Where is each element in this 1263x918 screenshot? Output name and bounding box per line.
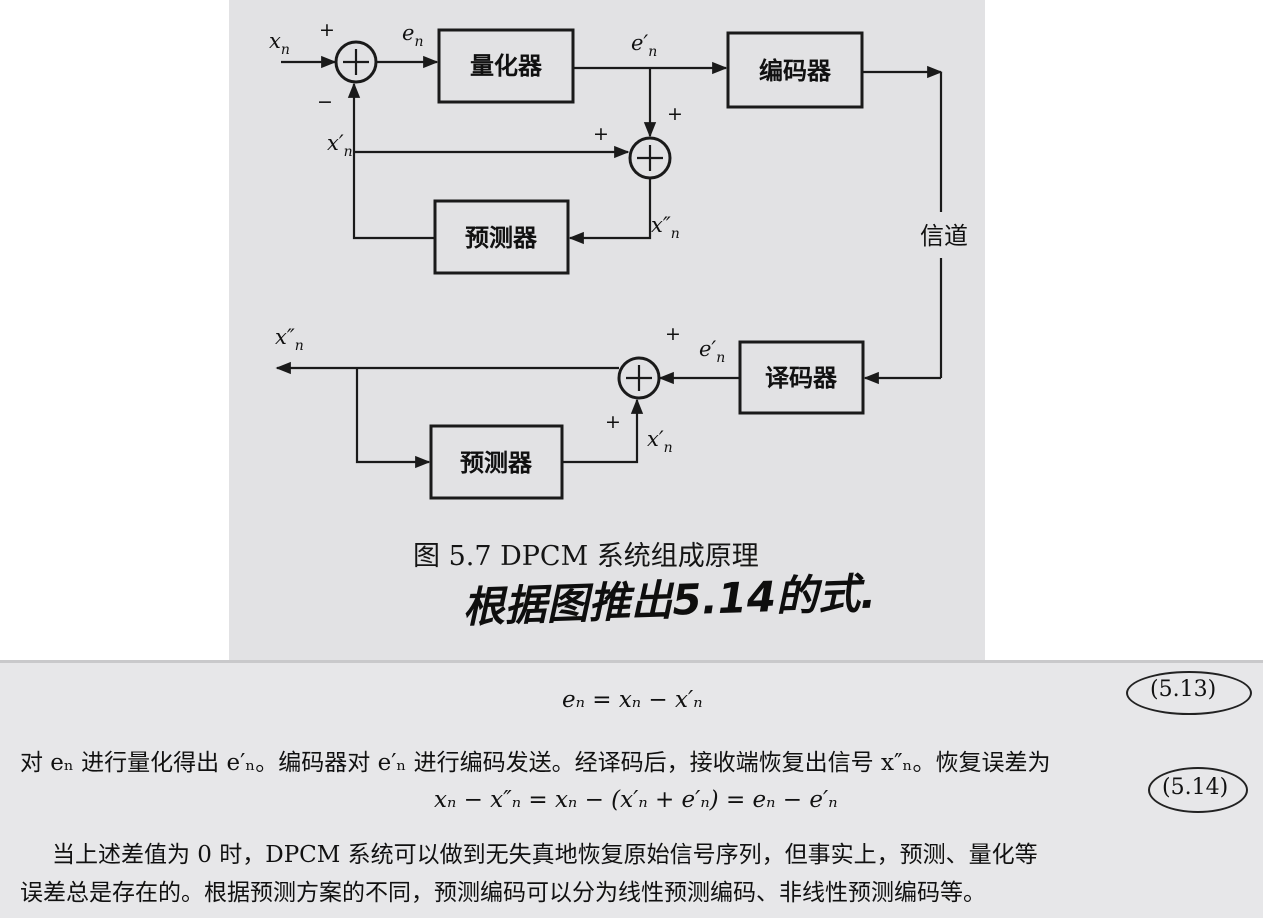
quantizer-block xyxy=(437,28,575,104)
label-eprime-top: e′n xyxy=(631,31,657,60)
book-photo: 量化器 编码器 信道 预测器 xn + − en xyxy=(229,0,985,660)
paragraph-line-2: 当上述差值为 0 时，DPCM 系统可以做到无失真地恢复原始信号序列，但事实上，… xyxy=(52,842,1038,868)
label-eprime-bottom: e′n xyxy=(699,337,725,366)
figure-caption: 图 5.7 DPCM 系统组成原理 xyxy=(413,541,759,572)
encoder-label: 编码器 xyxy=(759,57,832,85)
output-to-predictor xyxy=(355,368,431,469)
equation-number-5-13: (5.13) xyxy=(1150,677,1217,702)
circled-mark-5-14 xyxy=(1148,767,1248,813)
equation-number-5-14: (5.14) xyxy=(1162,775,1229,800)
summer-bottom xyxy=(617,356,661,400)
sign-plus-3: + xyxy=(593,123,609,145)
label-xprime-top: x′n xyxy=(327,131,353,160)
quantizer-label: 量化器 xyxy=(470,52,543,80)
channel-label: 信道 xyxy=(920,222,968,250)
decoder-label: 译码器 xyxy=(765,364,838,392)
dpcm-block-diagram: 量化器 编码器 信道 预测器 xn + − en xyxy=(269,19,968,632)
paragraph-line-1: 对 eₙ 进行量化得出 e′ₙ。编码器对 e′ₙ 进行编码发送。经译码后，接收端… xyxy=(20,750,1051,776)
sign-plus-5: + xyxy=(605,411,621,433)
sign-plus-4: + xyxy=(665,323,681,345)
sign-minus-1: − xyxy=(317,91,333,113)
circled-mark-5-13 xyxy=(1126,671,1252,715)
sign-plus-1: + xyxy=(319,19,335,41)
encoder-block xyxy=(726,31,864,109)
predictor-top-label: 预测器 xyxy=(465,224,538,252)
handwritten-note: 根据图推出5.14的式. xyxy=(462,569,877,632)
equation-5-13: eₙ = xₙ − x′ₙ xyxy=(562,687,703,713)
paragraph-line-3: 误差总是存在的。根据预测方案的不同，预测编码可以分为线性预测编码、非线性预测编码… xyxy=(20,880,986,906)
equation-5-14: xₙ − x″ₙ = xₙ − (x′ₙ + e′ₙ) = eₙ − e′ₙ xyxy=(434,787,838,813)
predictor-feedback xyxy=(347,82,435,240)
label-xprime-bottom: x′n xyxy=(647,427,673,456)
xdprime-to-predictor xyxy=(568,178,652,245)
label-xdprime-top: x″n xyxy=(651,213,680,242)
sign-plus-2: + xyxy=(667,103,683,125)
predictor-to-summer xyxy=(562,398,644,464)
text-page: eₙ = xₙ − x′ₙ (5.13) 对 eₙ 进行量化得出 e′ₙ。编码器… xyxy=(0,660,1263,918)
label-xdprime-out: x″n xyxy=(275,325,304,354)
label-xn: xn xyxy=(269,29,290,58)
summer-top-left xyxy=(334,40,378,84)
label-en: en xyxy=(402,21,423,50)
summer-top-right xyxy=(628,136,672,180)
predictor-bottom-label: 预测器 xyxy=(460,449,533,477)
